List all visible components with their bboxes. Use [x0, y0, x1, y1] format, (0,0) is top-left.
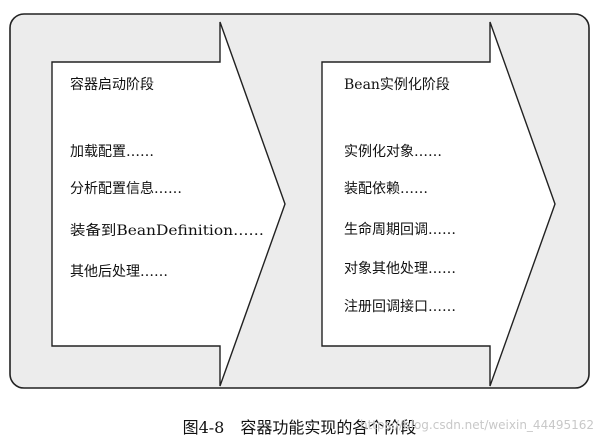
figure-caption: 图4-8 容器功能实现的各个阶段 [0, 414, 599, 438]
stage-item-analyze-config: 分析配置信息…… [70, 180, 182, 197]
figure-caption-text: 容器功能实现的各个阶段 [240, 418, 417, 437]
stage-item-wire-dependencies: 装配依赖…… [344, 181, 428, 197]
stage-item-lifecycle-callback: 生命周期回调…… [344, 221, 456, 238]
stage-item-load-config: 加载配置…… [70, 144, 154, 160]
stage-item-post-processing: 其他后处理…… [70, 264, 168, 280]
stage-item-register-callback: 注册回调接口…… [344, 298, 456, 315]
stage-item-instantiate-object: 实例化对象…… [344, 144, 442, 160]
stage-title-bean-instantiation: Bean实例化阶段 [344, 77, 450, 93]
figure-number: 图4-8 [182, 418, 225, 437]
stage-title-container-startup: 容器启动阶段 [70, 76, 154, 93]
stage-arrow-bean-instantiation [321, 21, 556, 387]
stage-item-other-processing: 对象其他处理…… [344, 261, 456, 277]
stage-item-bean-definition: 装备到BeanDefinition…… [70, 222, 264, 239]
stage-arrow-container-startup [51, 21, 286, 387]
watermark-url: https://blog.csdn.net/weixin_44495162 [360, 418, 595, 432]
